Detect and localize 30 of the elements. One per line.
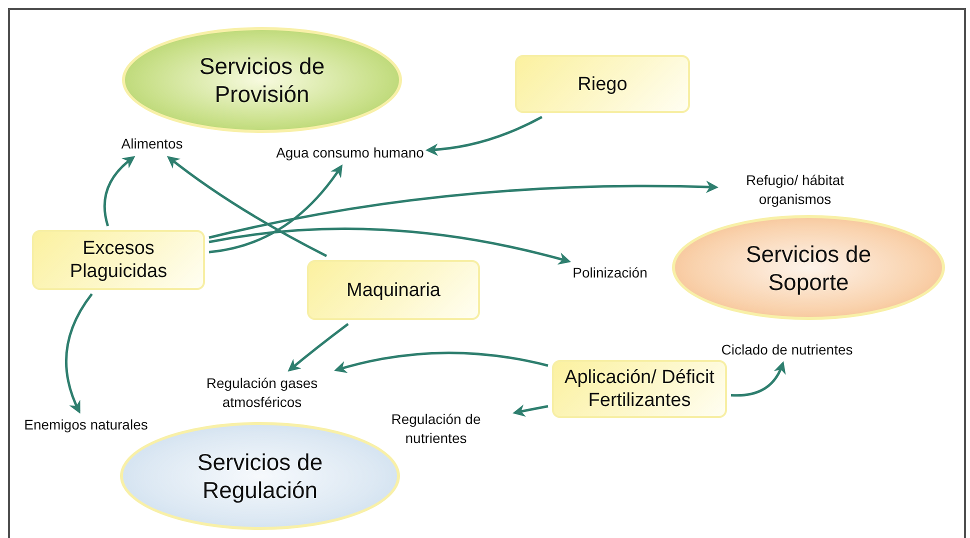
factor-label: Excesos Plaguicidas [68, 237, 168, 283]
arrow [512, 404, 548, 417]
service-label: Regulación de nutrientes [361, 410, 511, 448]
service-label: Enemigos naturales [24, 416, 148, 434]
arrow [64, 293, 93, 414]
factor-box [32, 230, 205, 290]
arrow [103, 156, 136, 226]
arrow [730, 361, 786, 397]
service-title: Servicios de Soporte [744, 240, 872, 296]
service-label: Alimentos [121, 134, 183, 154]
factor-box [552, 360, 727, 418]
service-label: Ciclado de nutrientes [721, 340, 853, 360]
factor-label: Riego [576, 72, 628, 96]
arrow [208, 164, 343, 254]
service-label: Refugio/ hábitat organismos [720, 171, 870, 209]
arrow [425, 116, 542, 156]
factor-box [515, 55, 690, 113]
service-title: Servicios de Provisión [198, 52, 326, 108]
factor-label: Aplicación/ Déficit Fertilizantes [564, 366, 716, 412]
factor-box [307, 260, 480, 320]
arrow [334, 352, 548, 374]
arrow [288, 323, 349, 372]
arrow [166, 156, 328, 258]
service-label: Polinización [572, 264, 648, 282]
service-label: Agua consumo humano [276, 144, 424, 162]
factor-label: Maquinaria [346, 278, 442, 302]
service-title: Servicios de Regulación [196, 448, 324, 504]
arrow [208, 228, 572, 265]
service-label: Regulación gases atmosféricos [187, 374, 337, 412]
arrow [208, 180, 718, 239]
